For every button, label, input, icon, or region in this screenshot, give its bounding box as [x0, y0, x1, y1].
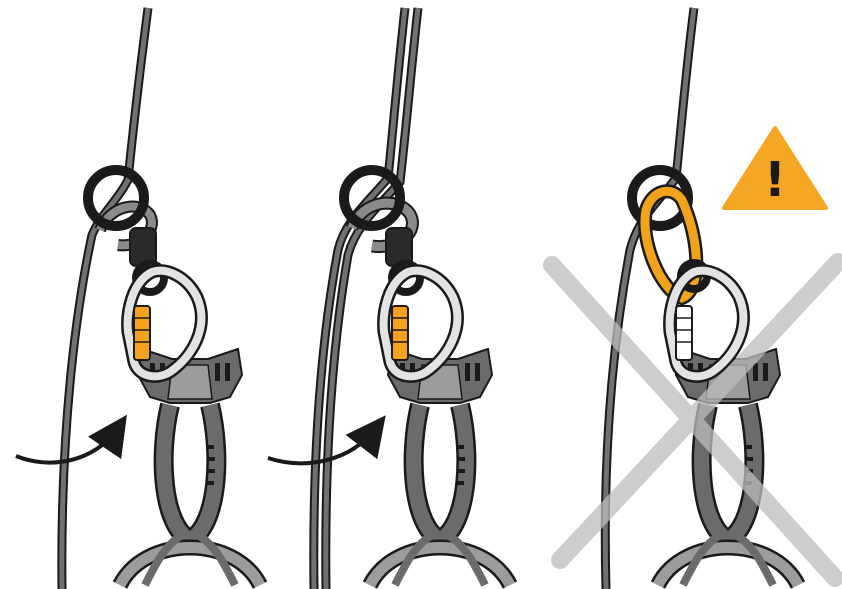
harness: [120, 349, 260, 585]
curved-arrow-icon: [268, 428, 376, 463]
warning-triangle-icon: !: [724, 128, 826, 208]
locking-gate-orange: [134, 306, 150, 360]
harness: [370, 349, 510, 585]
cross-out-icon: [552, 262, 838, 578]
panel-1-correct: [16, 8, 260, 589]
locking-gate-white: [676, 306, 692, 360]
panel-2-correct: [268, 8, 510, 589]
locking-gate-orange: [392, 306, 408, 360]
warning-exclamation: !: [764, 152, 786, 208]
panel-3-incorrect: !: [552, 8, 838, 589]
